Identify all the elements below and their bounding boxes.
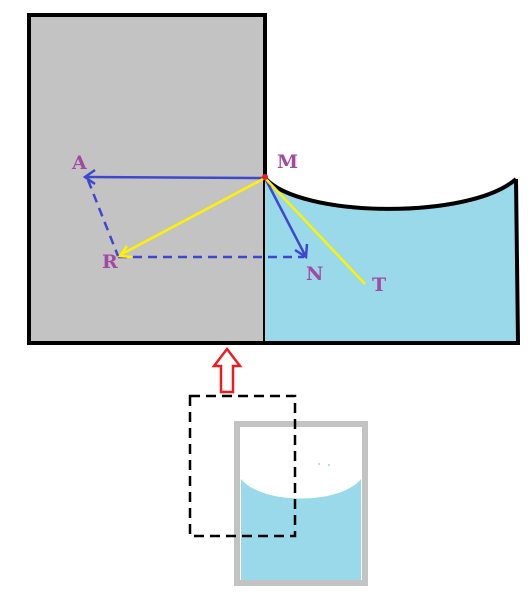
contact-point-m xyxy=(262,174,268,180)
vector-mn xyxy=(263,177,308,258)
zoom-region-box xyxy=(188,394,297,538)
label-a: A xyxy=(71,152,87,174)
vector-ma-arrowhead xyxy=(82,168,96,186)
vector-mr-arrowhead xyxy=(117,245,133,259)
line-mt xyxy=(264,177,366,285)
label-m: M xyxy=(277,151,298,173)
zoom-up-arrow xyxy=(211,346,243,394)
inset-bubble-2 xyxy=(328,464,330,466)
vector-mr xyxy=(119,176,266,257)
label-r: R xyxy=(102,251,118,273)
vector-mn-arrowhead xyxy=(294,243,309,260)
container-right-wall xyxy=(514,178,520,344)
dashed-line-a-to-r xyxy=(86,179,120,257)
vector-ma xyxy=(85,175,266,180)
inset-bubble-1 xyxy=(318,463,320,465)
liquid-region xyxy=(265,178,518,343)
label-n: N xyxy=(306,263,323,285)
inset-beaker-liquid xyxy=(241,479,361,580)
meniscus-surface xyxy=(263,176,518,211)
label-t: T xyxy=(372,274,386,296)
